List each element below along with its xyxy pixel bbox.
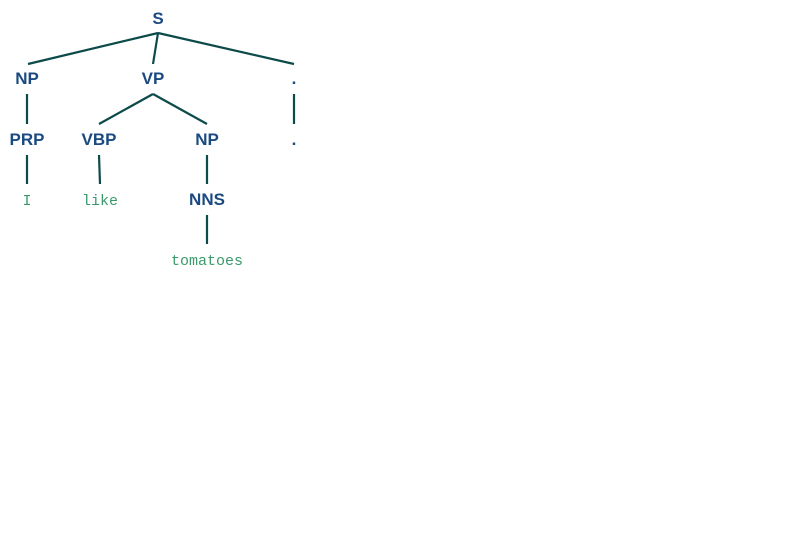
node-prp: PRP [10, 130, 45, 149]
tree-edges [25, 31, 296, 244]
edge-vbp-word [97, 154, 102, 185]
edge-vp-np [152, 93, 208, 125]
node-s: S [152, 9, 163, 28]
node-punct-pos: . [292, 130, 297, 149]
node-vp: VP [142, 69, 165, 88]
leaf-word-tomatoes: tomatoes [171, 253, 243, 270]
leaf-word-like: like [82, 193, 118, 210]
node-vbp: VBP [82, 130, 117, 149]
edge-vp-vbp [98, 93, 154, 125]
edge-s-np [27, 31, 159, 66]
edge-s-vp [151, 32, 160, 65]
node-np-object: NP [195, 130, 219, 149]
node-nns: NNS [189, 190, 225, 209]
node-np-subject: NP [15, 69, 39, 88]
edge-s-punct [157, 31, 295, 66]
node-punct: . [292, 69, 297, 88]
leaf-word-i: I [22, 193, 31, 210]
